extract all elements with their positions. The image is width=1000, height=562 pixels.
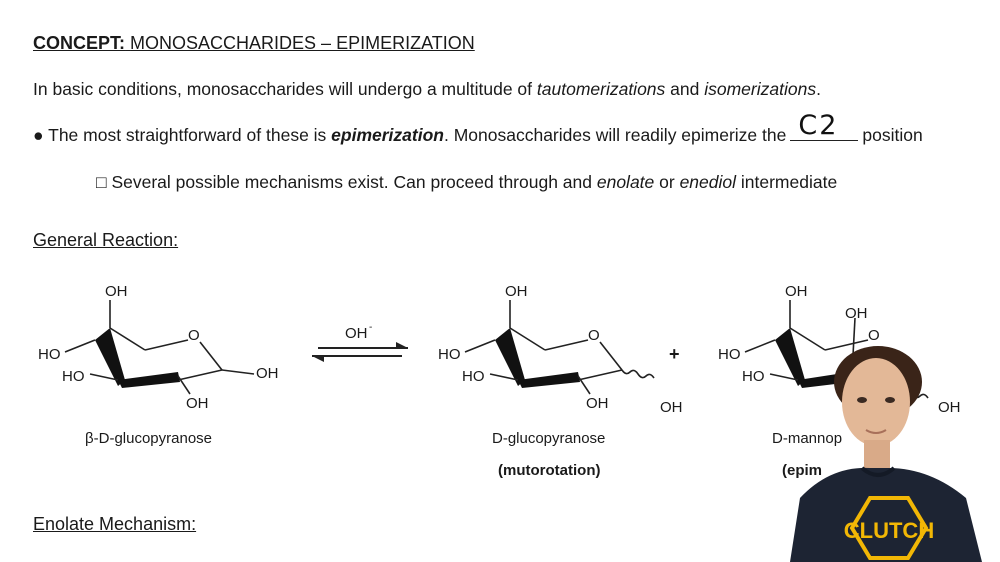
label-ho: HO (62, 368, 85, 385)
label-o: O (868, 327, 880, 344)
label-ho: HO (38, 346, 61, 363)
page-title: CONCEPT: MONOSACCHARIDES – EPIMERIZATION (33, 33, 475, 53)
checkbox-marker: □ (96, 172, 107, 192)
subbullet-mechanisms: □ Several possible mechanisms exist. Can… (96, 172, 838, 192)
molecule-d-glucopyranose: OH O HO HO OH OH (438, 283, 683, 416)
molecule-d-mannopyranose: OH OH O HO HO OH (718, 283, 961, 416)
plus-sign: + (669, 344, 680, 364)
label-oh: OH (186, 395, 209, 412)
molecule-name: D-mannop (772, 430, 843, 447)
label-ho: HO (462, 368, 485, 385)
label-ho: HO (718, 346, 741, 363)
intro-text: In basic conditions, monosaccharides wil… (33, 79, 821, 99)
label-ho: HO (438, 346, 461, 363)
label-o: O (588, 327, 600, 344)
molecule-note: (mutorotation) (498, 462, 601, 479)
label-oh: OH (105, 283, 128, 300)
clutch-logo-text: CLUTCH (844, 518, 934, 543)
general-reaction-heading: General Reaction: (33, 230, 179, 250)
label-oh: OH (256, 365, 279, 382)
bullet-epimerization: ● The most straightforward of these is e… (33, 110, 923, 145)
equilibrium-arrow: OH - (312, 322, 408, 362)
reagent-label: OH (345, 325, 368, 342)
label-oh: OH (586, 395, 609, 412)
bullet-marker: ● (33, 125, 44, 145)
molecule-beta-d-glucopyranose: OH O HO HO OH OH (38, 283, 279, 412)
label-oh: OH (845, 305, 868, 322)
label-oh: OH (938, 399, 961, 416)
handwritten-answer: C2 (798, 110, 839, 141)
fill-in-blank: C2 (790, 110, 859, 141)
label-oh: OH (785, 283, 808, 300)
molecule-name: β-D-glucopyranose (85, 430, 213, 447)
label-oh: OH (660, 399, 683, 416)
label-o: O (188, 327, 200, 344)
molecule-note: (epim (782, 462, 823, 479)
presenter-video: CLUTCH (790, 346, 982, 562)
enolate-mechanism-heading: Enolate Mechanism: (33, 514, 197, 534)
label-ho: HO (742, 368, 765, 385)
molecule-name: D-glucopyranose (492, 430, 606, 447)
reaction-scheme: OH O HO HO OH OH OH - OH O HO HO OH OH + (38, 283, 961, 416)
reagent-charge: - (369, 322, 372, 333)
label-oh: OH (505, 283, 528, 300)
